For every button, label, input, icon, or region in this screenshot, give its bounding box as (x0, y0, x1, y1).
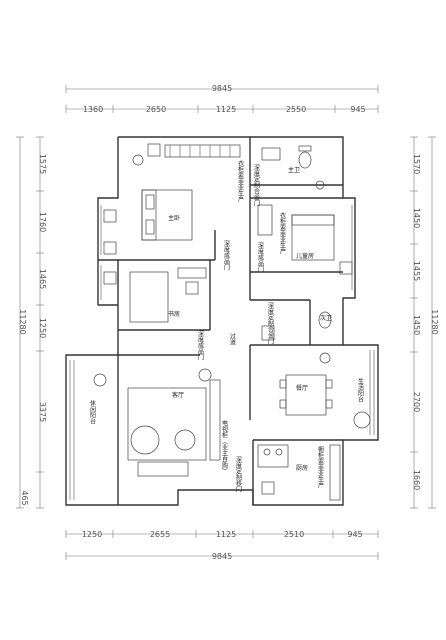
top-dimension-1: 1360 (83, 105, 103, 114)
furniture (93, 143, 371, 501)
top-total-dimension: 9845 (212, 84, 232, 93)
room-corridor: 过道 (229, 332, 236, 346)
bottom-dimension-1: 1250 (82, 530, 102, 539)
left-dimensions: 11280 1575 1760 1465 1250 3375 465 (16, 136, 47, 509)
left-dimension-2: 1760 (38, 212, 47, 232)
top-dimension-2: 2650 (146, 105, 166, 114)
room-leisure-balcony: 休闲阳台 (89, 399, 96, 425)
left-dimension-6: 465 (20, 490, 29, 505)
room-study: 书房 (168, 310, 180, 318)
note-door-master: 深度成品门 (223, 239, 230, 271)
right-total-dimension: 11280 (430, 309, 439, 334)
walls (65, 136, 379, 506)
top-dimension-4: 2550 (286, 105, 306, 114)
note-door-study: 深度成品门 (197, 329, 204, 361)
note-door-master-bath: 深度定制合金门 (253, 163, 260, 207)
note-wardrobe-child: 衣柜索菲亚生产 (279, 211, 286, 255)
left-dimension-3: 1465 (38, 269, 47, 289)
room-labels: 主卧 主卫 儿童房 书房 次卫 过道 客厅 餐厅 厨房 休闲阳台 生活阳台 (89, 166, 364, 472)
room-living-room: 客厅 (172, 391, 184, 399)
top-dimension-5: 945 (350, 105, 365, 114)
top-dimension-3: 1125 (216, 105, 236, 114)
room-guest-bath: 次卫 (320, 314, 332, 322)
room-master-bath: 主卫 (288, 166, 300, 174)
bottom-dimension-3: 1125 (216, 530, 236, 539)
left-dimension-1: 1575 (38, 154, 47, 174)
note-cabinet-kitchen: 橱柜索菲亚生产 (317, 445, 324, 489)
right-dimensions: 1570 1450 1455 1450 2700 1660 11280 (410, 136, 439, 509)
room-child-room: 儿童房 (296, 252, 314, 260)
room-master-bedroom: 主卧 (168, 214, 180, 222)
bottom-dimension-2: 2655 (150, 530, 170, 539)
bottom-total-dimension: 9845 (212, 552, 232, 561)
bottom-dimension-5: 945 (347, 530, 362, 539)
right-dimension-6: 1660 (412, 470, 421, 490)
bottom-dimension-4: 2510 (284, 530, 304, 539)
note-door-kitchen: 深度定制移门 (235, 455, 242, 493)
left-dimension-4: 1250 (38, 318, 47, 338)
note-door-child: 深度成品门 (257, 241, 264, 273)
note-door-guest-bath: 深度定制合金门 (267, 301, 274, 345)
right-dimension-5: 2700 (412, 392, 421, 412)
top-dimensions: 9845 1360 2650 1125 2550 945 (65, 84, 379, 114)
room-dining-room: 餐厅 (296, 384, 308, 392)
room-utility-balcony: 生活阳台 (357, 377, 364, 403)
bottom-dimensions: 1250 2655 1125 2510 945 9845 (65, 530, 379, 561)
left-dimension-5: 3375 (38, 402, 47, 422)
right-dimension-2: 1450 (412, 208, 421, 228)
right-dimension-4: 1450 (412, 315, 421, 335)
left-total-dimension: 11280 (18, 309, 27, 334)
right-dimension-1: 1570 (412, 154, 421, 174)
note-wardrobe-master: 衣柜索菲亚生产 (237, 159, 244, 203)
note-tv-cabinet: 电视柜（业主自购） (221, 419, 228, 474)
plan-notes: 衣柜索菲亚生产 深度定制合金门 衣柜索菲亚生产 深度成品门 深度成品门 深度定制… (197, 159, 324, 493)
room-kitchen: 厨房 (296, 464, 308, 472)
right-dimension-3: 1455 (412, 261, 421, 281)
